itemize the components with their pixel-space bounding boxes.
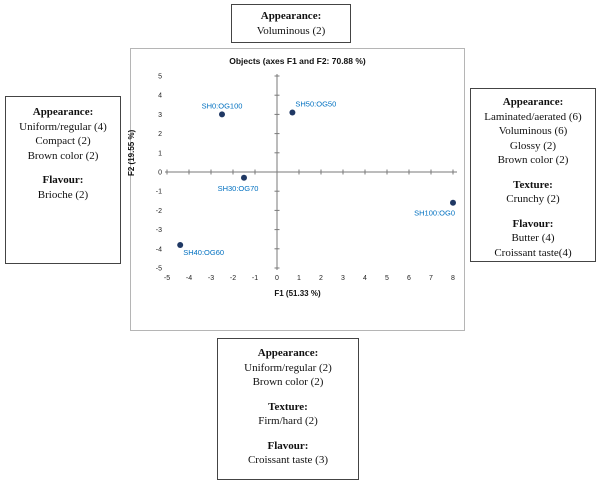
x-tick-label: 2 [319, 275, 323, 282]
scatter-point [289, 109, 296, 116]
annotation-heading: Texture: [268, 400, 308, 413]
point-label: SH0:OG100 [202, 101, 243, 110]
annotation-heading: Flavour: [267, 439, 309, 452]
x-tick-label: 3 [341, 275, 345, 282]
annotation-section: Appearance: Uniform/regular (2) Brown colo… [222, 346, 354, 390]
x-tick-label: 6 [407, 275, 411, 282]
scatter-chart: Objects (axes F1 and F2: 70.88 %) F2 (19… [127, 48, 465, 331]
annotation-item: Brown color (2) [27, 149, 99, 162]
scatter-point [241, 174, 247, 181]
x-tick-label: 8 [451, 275, 455, 282]
y-tick-label: 3 [158, 112, 162, 119]
annotation-item: Glossy (2) [509, 139, 557, 152]
chart-title: Objects (axes F1 and F2: 70.88 %) [229, 56, 366, 66]
annotation-heading: Flavour: [42, 174, 84, 187]
x-tick-label: 0 [275, 275, 279, 282]
scatter-point [219, 111, 225, 118]
y-tick-label: -5 [156, 266, 162, 273]
annotation-item: Brioche (2) [37, 188, 89, 201]
annotation-section: Appearance: Uniform/regular (4) Compact (2… [10, 105, 116, 163]
annotation-item: Croissant taste(4) [494, 246, 572, 259]
annotation-item: Uniform/regular (2) [244, 361, 332, 374]
point-label: SH100:OG0 [414, 209, 455, 218]
scatter-point [177, 241, 184, 248]
annotation-item: Voluminous (2) [256, 24, 326, 37]
annotation-heading: Texture: [513, 178, 553, 191]
plot-area: F2 (19.55 %) -5 -4 -3 -2 -1 0 1 2 3 4 5 6 7 8 -5 -4 -3 -2… [127, 68, 464, 311]
annotation-section: Texture: Crunchy (2) [475, 178, 591, 207]
annotation-heading: Flavour: [512, 217, 554, 230]
annotation-item: Uniform/regular (4) [19, 120, 107, 133]
y-tick-label: -2 [156, 208, 162, 215]
annotation-item: Brown color (2) [252, 376, 324, 389]
annotation-box-top: Appearance: Voluminous (2) [231, 4, 351, 44]
annotation-section: Texture: Firm/hard (2) [222, 400, 354, 429]
annotation-box-left: Appearance: Uniform/regular (4) Compact (2… [5, 96, 121, 264]
annotation-box-right: Appearance: Laminated/aerated (6) Volumino… [470, 88, 596, 262]
x-tick-label: -4 [186, 275, 192, 282]
point-label: SH40:OG60 [183, 248, 224, 257]
annotation-section: Appearance: Voluminous (2) [236, 9, 346, 38]
annotation-item: Butter (4) [511, 232, 555, 245]
x-tick-label: 4 [363, 275, 367, 282]
y-axis-label: F2 (19.55 %) [127, 129, 136, 176]
y-tick-label: 2 [158, 131, 162, 138]
annotation-box-bottom: Appearance: Uniform/regular (2) Brown colo… [217, 338, 359, 480]
point-label: SH30:OG70 [218, 184, 259, 193]
annotation-item: Croissant taste (3) [247, 454, 329, 467]
x-tick-label: 5 [385, 275, 389, 282]
x-tick-label: -2 [230, 275, 236, 282]
x-tick-label: -3 [208, 275, 214, 282]
scatter-point [450, 199, 456, 206]
x-tick-label: 7 [429, 275, 433, 282]
annotation-item: Voluminous (6) [498, 125, 568, 138]
annotation-heading: Appearance: [260, 10, 322, 22]
annotation-section: Flavour:Brioche (2) [10, 173, 116, 202]
annotation-heading: Appearance: [32, 106, 94, 118]
y-tick-label: -3 [156, 227, 162, 234]
annotation-section: Flavour: Croissant taste (3) [222, 439, 354, 468]
annotation-item: Compact (2) [35, 135, 91, 148]
annotation-heading: Appearance: [502, 96, 564, 108]
annotation-section: Appearance: Laminated/aerated (6) Volumino… [475, 95, 591, 168]
annotation-section: Flavour: Butter (4)Croissant taste(4) [475, 217, 591, 261]
point-label: SH50:OG50 [295, 99, 336, 108]
x-tick-label: -5 [164, 275, 170, 282]
y-tick-label: 4 [158, 93, 162, 100]
y-tick-label: 1 [158, 150, 162, 157]
annotation-item: Firm/hard (2) [258, 415, 318, 428]
x-tick-label: 1 [297, 275, 301, 282]
y-tick-label: -4 [156, 246, 162, 253]
annotation-heading: Appearance: [257, 347, 319, 359]
annotation-item: Laminated/aerated (6) [484, 110, 582, 123]
y-tick-label: -1 [156, 189, 162, 196]
y-tick-label: 0 [158, 170, 162, 177]
annotation-item: Brown color (2) [497, 154, 569, 167]
y-tick-label: 5 [158, 74, 162, 81]
annotation-item: Crunchy (2) [506, 193, 560, 206]
x-axis-label: F1 (51.33 %) [274, 289, 321, 298]
x-tick-label: -1 [252, 275, 258, 282]
